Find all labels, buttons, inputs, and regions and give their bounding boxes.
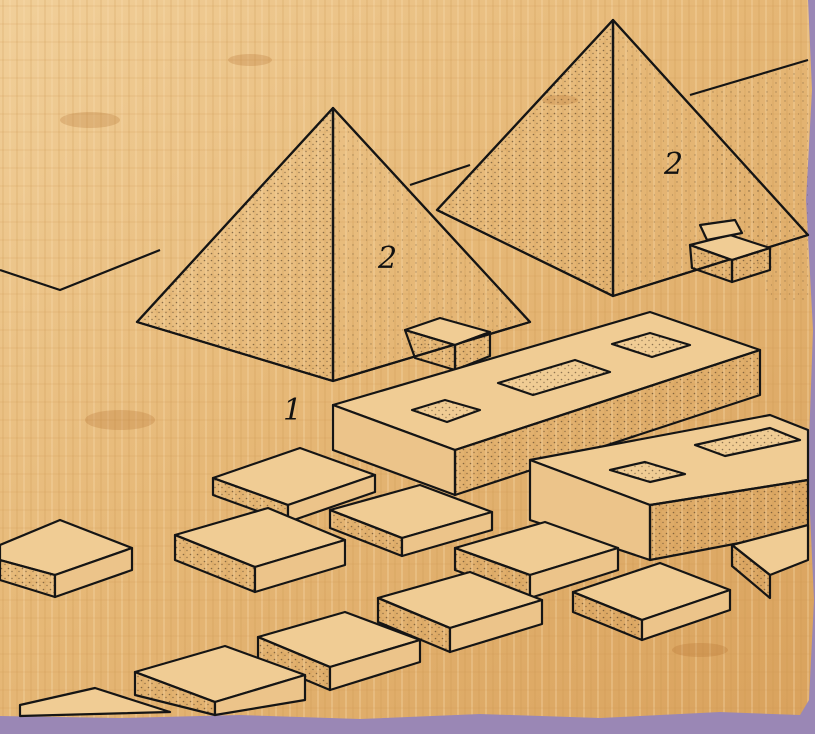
label-number-1: 1: [283, 396, 302, 426]
label-number-2-left: 2: [378, 244, 397, 274]
label-number-2-right: 2: [664, 150, 683, 180]
